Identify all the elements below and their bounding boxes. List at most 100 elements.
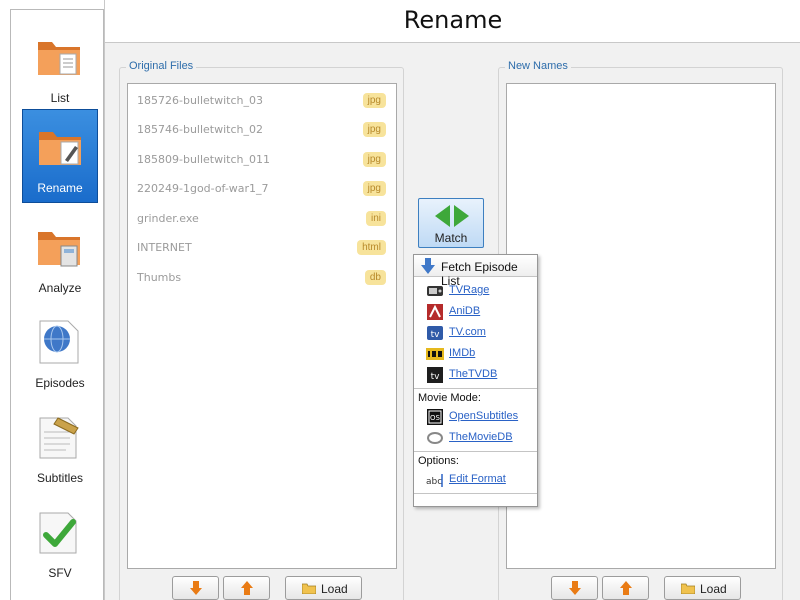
- thetvdb-icon: tv: [427, 367, 443, 383]
- anidb-icon: [427, 304, 443, 320]
- file-extension-badge: html: [357, 240, 386, 255]
- sidebar-item-list[interactable]: List: [22, 20, 98, 114]
- file-extension-badge: jpg: [362, 152, 386, 167]
- list-item[interactable]: INTERNET html: [128, 234, 396, 263]
- menu-item-label: AniDB: [449, 305, 481, 317]
- menu-item-tvcom[interactable]: tv TV.com: [414, 323, 537, 343]
- sidebar-item-analyze[interactable]: Analyze: [22, 210, 98, 304]
- arrow-up-icon: [241, 581, 253, 595]
- themoviedb-icon: [427, 432, 443, 444]
- file-extension-badge: jpg: [362, 93, 386, 108]
- menu-item-opensubtitles[interactable]: OS OpenSubtitles: [414, 407, 537, 427]
- sidebar-item-label: SFV: [48, 566, 72, 580]
- list-item[interactable]: 220249-1god-of-war1_7 jpg: [128, 175, 396, 204]
- fetch-episode-list-header[interactable]: Fetch Episode List: [414, 255, 537, 288]
- sidebar-item-label: Rename: [37, 181, 83, 195]
- sidebar-item-rename[interactable]: Rename: [22, 109, 98, 203]
- file-extension-badge: jpg: [362, 181, 386, 196]
- folder-icon: [302, 583, 316, 594]
- new-names-title: New Names: [505, 60, 571, 72]
- file-name: Thumbs: [137, 271, 182, 284]
- load-button-label: Load: [700, 582, 727, 596]
- list-item[interactable]: 185726-bulletwitch_03 jpg: [128, 87, 396, 116]
- file-name: grinder.exe: [137, 212, 199, 225]
- original-files-list[interactable]: 185726-bulletwitch_03 jpg 185746-bulletw…: [127, 83, 397, 569]
- menu-item-label: OpenSubtitles: [449, 410, 519, 422]
- move-up-button[interactable]: [602, 576, 649, 600]
- main-panel: Rename Original Files 185726-bulletwitch…: [104, 0, 800, 600]
- menu-item-label: TheMovieDB: [449, 431, 513, 443]
- arrow-down-icon: [190, 581, 202, 595]
- download-arrow-icon: [421, 258, 435, 274]
- move-up-button[interactable]: [223, 576, 270, 600]
- menu-item-label: IMDb: [449, 347, 476, 359]
- menu-item-label: TVRage: [449, 284, 490, 296]
- menu-item-label: Edit Format: [449, 473, 506, 485]
- list-item[interactable]: 185746-bulletwitch_02 jpg: [128, 116, 396, 145]
- sidebar-item-label: List: [50, 91, 70, 105]
- file-extension-badge: ini: [365, 211, 386, 226]
- menu-item-themoviedb[interactable]: TheMovieDB: [414, 428, 537, 448]
- movie-mode-label: Movie Mode:: [418, 392, 481, 404]
- svg-text:tv: tv: [431, 372, 441, 382]
- file-name: 185726-bulletwitch_03: [137, 94, 263, 107]
- fetch-episode-list-label: Fetch Episode List: [441, 260, 518, 288]
- load-button[interactable]: Load: [285, 576, 362, 600]
- sidebar-item-subtitles[interactable]: Subtitles: [22, 400, 98, 494]
- file-name: 185746-bulletwitch_02: [137, 123, 263, 136]
- new-names-list[interactable]: [506, 83, 776, 569]
- original-files-group: Original Files 185726-bulletwitch_03 jpg…: [119, 60, 404, 600]
- rename-folder-icon: [39, 132, 81, 165]
- menu-item-anidb[interactable]: AniDB: [414, 302, 537, 322]
- file-extension-badge: db: [364, 270, 386, 285]
- menu-separator: [414, 388, 537, 389]
- list-item[interactable]: grinder.exe ini: [128, 205, 396, 234]
- tvrage-icon: [427, 286, 443, 296]
- move-down-button[interactable]: [172, 576, 219, 600]
- page-title: Rename: [403, 6, 503, 34]
- move-down-button[interactable]: [551, 576, 598, 600]
- original-files-title: Original Files: [126, 60, 197, 72]
- options-label: Options:: [418, 455, 459, 467]
- file-name: 185809-bulletwitch_011: [137, 153, 270, 166]
- file-name: 220249-1god-of-war1_7: [137, 182, 269, 195]
- match-arrows-icon: [435, 205, 469, 227]
- sidebar: List Rename Analyze Episodes: [10, 9, 104, 600]
- arrow-down-icon: [569, 581, 581, 595]
- sidebar-item-label: Analyze: [38, 281, 82, 295]
- menu-item-edit-format[interactable]: abc Edit Format: [414, 470, 537, 490]
- title-bar: Rename: [105, 0, 800, 43]
- svg-text:OS: OS: [430, 414, 441, 422]
- menu-item-imdb[interactable]: IMDb: [414, 344, 537, 364]
- list-item[interactable]: Thumbs db: [128, 264, 396, 293]
- list-item[interactable]: 185809-bulletwitch_011 jpg: [128, 146, 396, 175]
- episodes-globe-icon: [39, 320, 79, 364]
- sfv-checkmark-icon: [39, 512, 77, 554]
- tvcom-icon: tv: [427, 326, 443, 340]
- menu-item-label: TheTVDB: [449, 368, 498, 380]
- file-name: INTERNET: [137, 241, 192, 254]
- list-folder-icon: [38, 42, 80, 75]
- svg-text:abc: abc: [426, 477, 442, 487]
- load-button[interactable]: Load: [664, 576, 741, 600]
- file-extension-badge: jpg: [362, 122, 386, 137]
- edit-format-icon: abc: [426, 474, 443, 487]
- analyze-folder-icon: [38, 232, 80, 267]
- menu-item-label: TV.com: [449, 326, 486, 338]
- match-button[interactable]: Match: [418, 198, 484, 248]
- menu-separator: [414, 493, 537, 494]
- subtitles-document-icon: [39, 417, 79, 459]
- menu-item-tvrage[interactable]: TVRage: [414, 281, 537, 301]
- imdb-icon: [426, 348, 444, 360]
- sidebar-item-label: Episodes: [35, 376, 85, 390]
- match-button-label: Match: [434, 231, 468, 245]
- opensubtitles-icon: OS: [427, 409, 443, 425]
- sidebar-item-label: Subtitles: [36, 471, 84, 485]
- sidebar-item-sfv[interactable]: SFV: [22, 495, 98, 589]
- new-names-group: New Names Load: [498, 60, 783, 600]
- svg-text:tv: tv: [431, 330, 441, 340]
- fetch-episode-list-menu: Fetch Episode List TVRage AniDB tv TV.co…: [413, 254, 538, 507]
- sidebar-item-episodes[interactable]: Episodes: [22, 305, 98, 399]
- menu-item-thetvdb[interactable]: tv TheTVDB: [414, 365, 537, 385]
- menu-separator: [414, 451, 537, 452]
